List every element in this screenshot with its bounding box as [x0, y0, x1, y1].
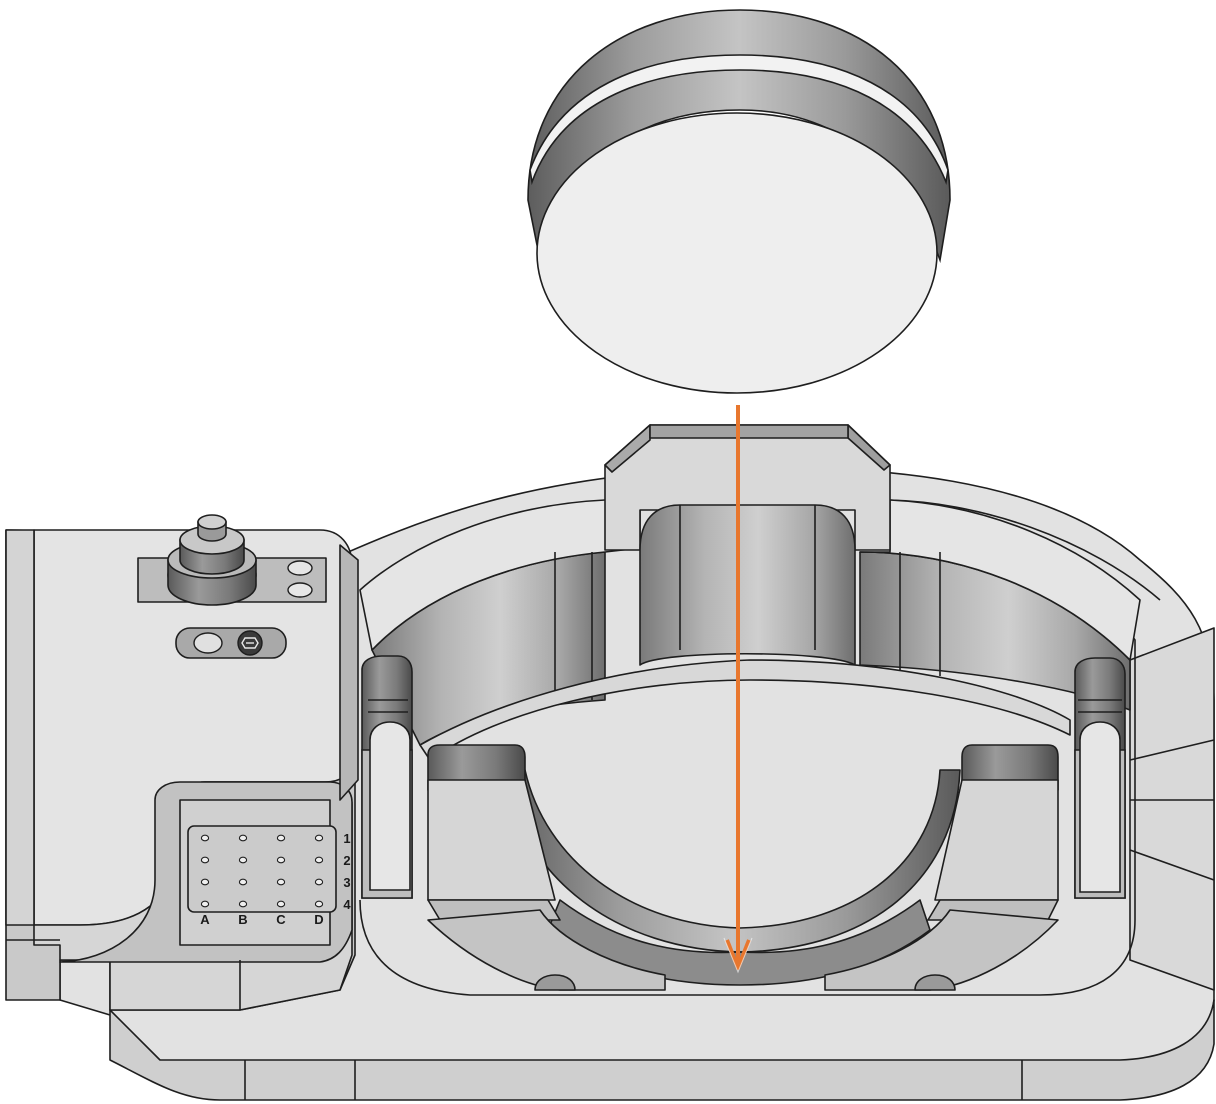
left-pillar: [361, 655, 413, 899]
grid-hole-C1: [276, 834, 286, 842]
bowl-seat: [504, 769, 961, 986]
mount-holes: [287, 560, 313, 598]
grid-column-label: C: [276, 912, 286, 927]
grid-hole-D4: [314, 900, 324, 908]
cradle-ring: [359, 424, 1141, 761]
grid-row-label: 1: [343, 831, 350, 846]
grid-row-label: 3: [343, 875, 350, 890]
grid-hole-D1: [314, 834, 324, 842]
grid-hole-D2: [314, 856, 324, 864]
grid-row-label: 4: [343, 897, 351, 912]
right-pillar: [1074, 657, 1126, 899]
grid-hole-A2: [200, 856, 210, 864]
control-block: [5, 529, 359, 1011]
grid-hole-C3: [276, 878, 286, 886]
grid-hole-B1: [238, 834, 248, 842]
knob-icon[interactable]: [167, 514, 257, 606]
grid-row-label: 2: [343, 853, 350, 868]
grid-hole-C2: [276, 856, 286, 864]
insertion-arrow: [723, 405, 753, 974]
grid-hole-D3: [314, 878, 324, 886]
grid-hole-A4: [200, 900, 210, 908]
grid-hole-B2: [238, 856, 248, 864]
right-clamp: [824, 744, 1059, 991]
grid-hole-A1: [200, 834, 210, 842]
left-clamp: [427, 744, 666, 991]
hex-socket-icon[interactable]: [241, 637, 259, 649]
grid-column-label: D: [314, 912, 323, 927]
grid-hole-B4: [238, 900, 248, 908]
grid-row-labels: 1 2 3 4: [343, 831, 351, 912]
grid-hole-B3: [238, 878, 248, 886]
grid-column-label: B: [238, 912, 247, 927]
grid-column-label: A: [200, 912, 210, 927]
grid-column-labels: A B C D: [200, 912, 323, 927]
grid-hole-C4: [276, 900, 286, 908]
position-grid: [200, 834, 324, 908]
disc-blank: [527, 9, 951, 394]
grid-hole-A3: [200, 878, 210, 886]
